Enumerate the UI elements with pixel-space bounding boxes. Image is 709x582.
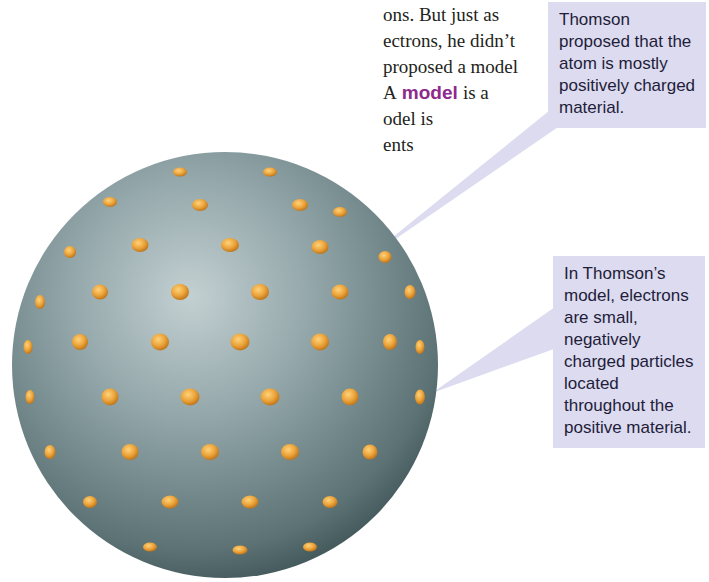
callout-box: Thomson proposed that the atom is mostly… — [548, 2, 706, 128]
body-text-line: ents — [383, 132, 414, 158]
callout-box: In Thomson’s model, electrons are small,… — [553, 256, 705, 448]
body-text: proposed a model — [383, 54, 518, 80]
callout-tail — [432, 300, 565, 393]
body-text: ons. But just as — [383, 2, 499, 28]
body-text-line: Amodelis a — [383, 80, 489, 106]
body-text: ents — [383, 132, 414, 158]
body-text-line: odel is — [383, 106, 433, 132]
body-text: is a — [463, 80, 489, 106]
body-text-line: ons. But just as — [383, 2, 499, 28]
callout-text: In Thomson’s model, electrons are small,… — [564, 263, 695, 439]
electron-dots — [24, 168, 426, 555]
body-text-line: ectrons, he didn’t — [383, 28, 515, 54]
body-text: ectrons, he didn’t — [383, 28, 515, 54]
positive-sphere — [12, 152, 438, 578]
body-text: A — [383, 80, 397, 106]
body-text: odel is — [383, 106, 433, 132]
key-term: model — [402, 80, 458, 106]
body-text-line: proposed a model — [383, 54, 518, 80]
callout-text: Thomson proposed that the atom is mostly… — [559, 9, 696, 119]
